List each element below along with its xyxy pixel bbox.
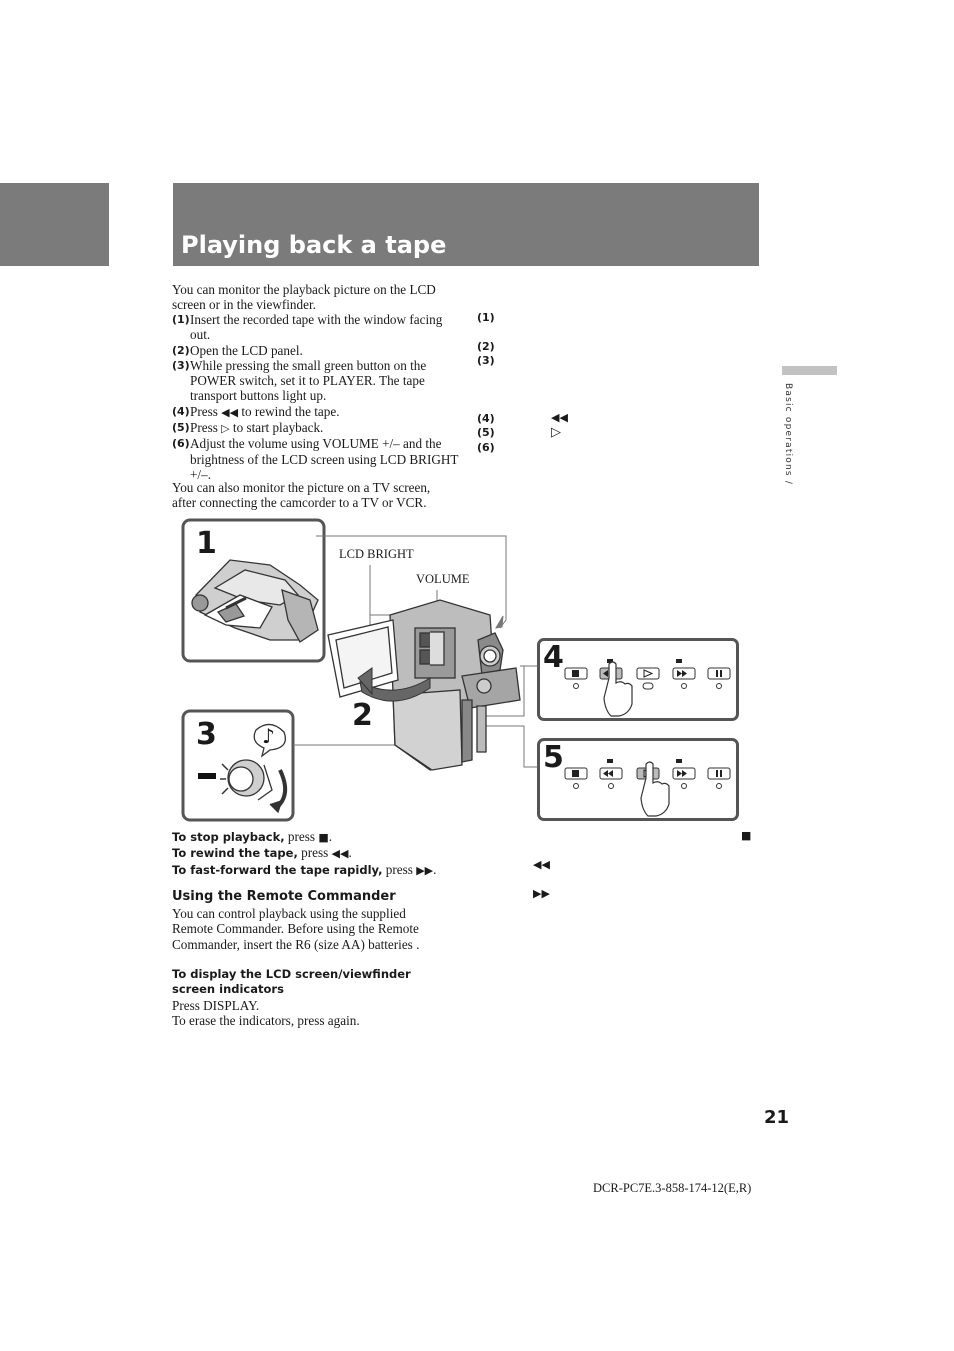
operation-item: To fast-forward the tape rapidly, press … <box>172 862 492 878</box>
step-number: (3) <box>172 358 190 372</box>
step-text-after: to start playback. <box>229 420 324 436</box>
step-text: While pressing the small green button on… <box>190 357 427 404</box>
rewind-symbol: ◀◀ <box>551 411 568 424</box>
header-side-block <box>0 183 109 266</box>
play-symbol: ▷ <box>551 425 561 440</box>
display-line-1: Press DISPLAY. <box>172 998 260 1013</box>
step-text-after: to rewind the tape. <box>238 403 340 419</box>
camcorder-drawing <box>327 599 521 771</box>
step-number: (1) <box>172 313 190 326</box>
side-tab-bar <box>782 366 837 375</box>
panel-number: 2 <box>352 698 373 733</box>
operation-end: . <box>328 829 333 844</box>
right-step-number: (3) <box>477 354 495 367</box>
lcd-bright-label: LCD BRIGHT <box>339 547 414 561</box>
step-item: (5) Press ▷ to start playback. <box>172 420 462 436</box>
header-bar <box>173 183 759 266</box>
remote-heading: Using the Remote Commander <box>172 889 396 904</box>
panel-5-buttons <box>564 759 731 817</box>
footer-code: DCR-PC7E.3-858-174-12(E,R) <box>593 1181 752 1195</box>
step-text: Adjust the volume using VOLUME +/– and t… <box>190 436 459 482</box>
step-number: (6) <box>172 437 190 451</box>
operations-list: To stop playback, press ■. To rewind the… <box>172 829 492 878</box>
intro-paragraph: You can monitor the playback picture on … <box>172 282 436 313</box>
rewind-symbol: ◀◀ <box>331 847 349 861</box>
operation-item: To stop playback, press ■. <box>172 829 492 845</box>
step-item: (4) Press ◀◀ to rewind the tape. <box>172 404 462 420</box>
power-switch-drawing <box>198 723 288 814</box>
display-heading: To display the LCD screen/viewfinder scr… <box>172 967 411 997</box>
step-list: (1) Insert the recorded tape with the wi… <box>172 312 462 482</box>
display-line-2: To erase the indicators, press again. <box>172 1013 360 1028</box>
fast-forward-symbol: ▶▶ <box>416 863 434 877</box>
step-number: (4) <box>172 404 190 418</box>
remote-text: You can control playback using the suppl… <box>172 906 420 952</box>
operation-text: press <box>297 845 332 861</box>
panel-4-frame <box>537 638 739 721</box>
play-symbol: ▷ <box>221 422 230 436</box>
fast-forward-symbol: ▶▶ <box>533 887 550 900</box>
rewind-symbol: ◀◀ <box>533 858 550 871</box>
step-item: (3) While pressing the small green butto… <box>172 358 462 404</box>
right-step-number: (1) <box>477 311 495 324</box>
step-item: (2) Open the LCD panel. <box>172 343 462 358</box>
side-tab-label: Basic operations / <box>783 383 793 486</box>
panel-4-buttons <box>564 659 731 717</box>
panel-number: 3 <box>196 717 217 752</box>
operation-end: . <box>433 861 437 877</box>
step-item: (1) Insert the recorded tape with the wi… <box>172 312 462 343</box>
step-number: (5) <box>172 421 190 435</box>
page-title: Playing back a tape <box>181 231 447 259</box>
operation-label: To rewind the tape, <box>172 846 298 861</box>
operation-text: press <box>382 861 417 877</box>
stop-symbol: ■ <box>741 829 752 842</box>
step-item: (6) Adjust the volume using VOLUME +/– a… <box>172 436 462 482</box>
operation-text: press <box>284 829 319 844</box>
page-number: 21 <box>764 1107 790 1128</box>
operation-label: To fast-forward the tape rapidly, <box>172 862 383 877</box>
open-lcd-arrow <box>357 667 431 702</box>
step-text: Open the LCD panel. <box>190 342 303 358</box>
right-step-number: (5) <box>477 426 495 439</box>
panel-number: 1 <box>196 526 217 561</box>
step-text-before: Press <box>190 403 222 419</box>
rewind-symbol: ◀◀ <box>221 405 239 419</box>
step-number: (2) <box>172 343 190 357</box>
panel-number: 5 <box>543 740 564 775</box>
panel-number: 4 <box>543 640 564 675</box>
operation-end: . <box>348 845 352 861</box>
operation-item: To rewind the tape, press ◀◀. <box>172 845 492 861</box>
camcorder-cassette-drawing <box>191 559 319 643</box>
right-step-number: (4) <box>477 412 495 425</box>
music-note-icon: ♪ <box>262 724 275 748</box>
stop-symbol: ■ <box>318 831 329 844</box>
operation-label: To stop playback, <box>172 830 285 844</box>
right-step-number: (2) <box>477 340 495 353</box>
step-text: Insert the recorded tape with the window… <box>190 312 443 343</box>
outro-paragraph: You can also monitor the picture on a TV… <box>172 480 431 511</box>
step-text-before: Press <box>190 420 222 436</box>
right-step-number: (6) <box>477 441 495 454</box>
volume-label: VOLUME <box>416 572 470 586</box>
